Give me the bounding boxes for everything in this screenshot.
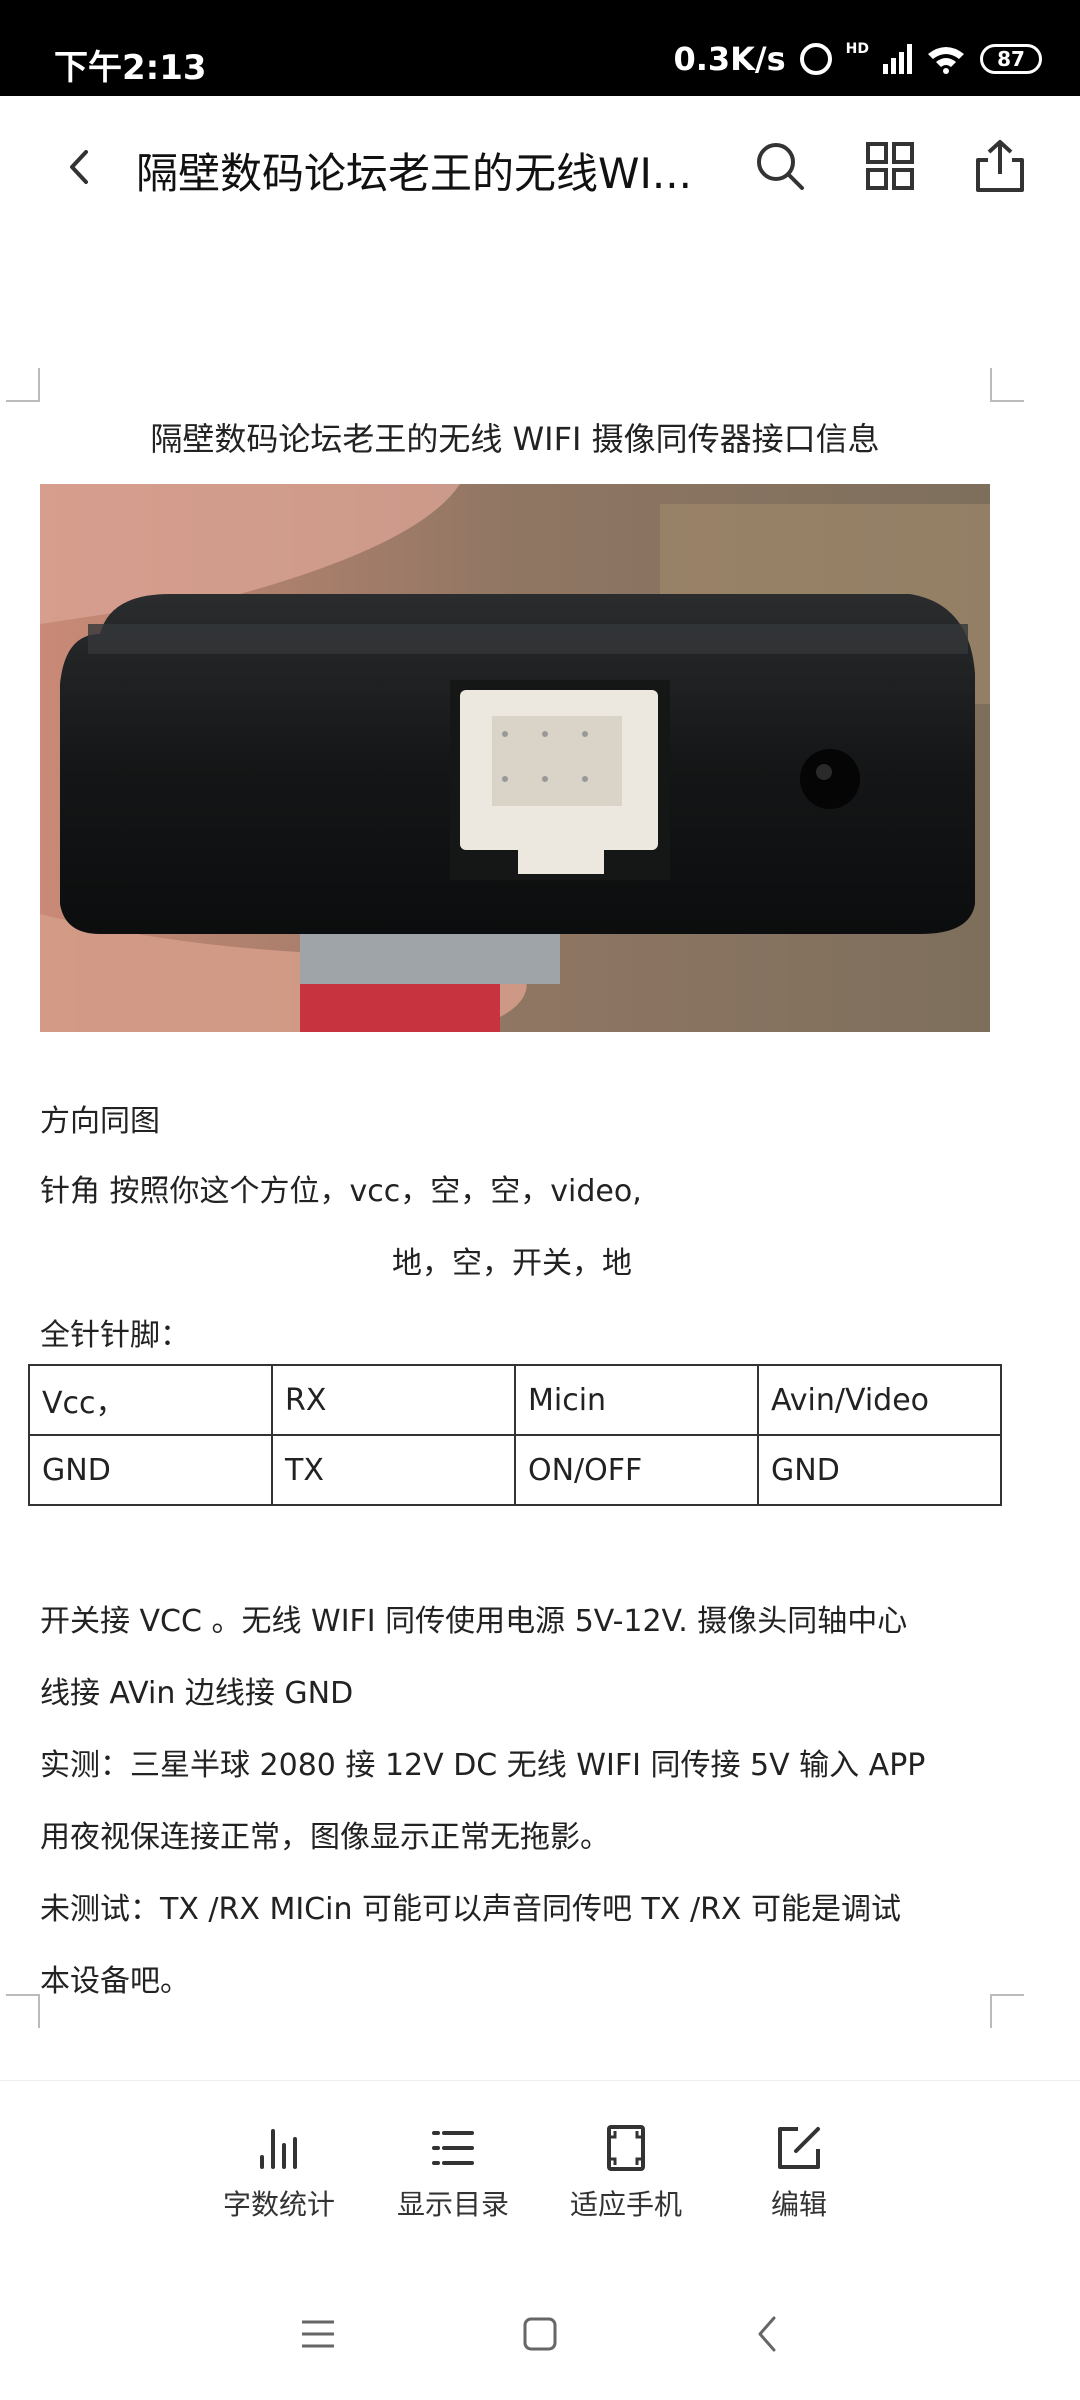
- doc-line-pins-cont: 地，空，开关，地: [392, 1246, 632, 1281]
- doc-line-avin: 线接 AVin 边线接 GND: [40, 1676, 354, 1711]
- menu-icon[interactable]: [298, 2314, 338, 2354]
- page-corner-mark: [990, 368, 1024, 402]
- net-speed: 0.3K/s: [673, 40, 786, 78]
- table-cell: TX: [271, 1434, 516, 1506]
- table-cell: ON/OFF: [514, 1434, 759, 1506]
- doc-line-untested-cont: 本设备吧。: [40, 1964, 190, 1999]
- document-title-header: 隔壁数码论坛老王的无线WI...: [136, 149, 692, 198]
- status-indicators: 0.3K/s HD 87: [673, 40, 1042, 78]
- toolbar-label: 编辑: [770, 2188, 827, 2221]
- bar-chart-icon: [260, 2129, 297, 2169]
- show-toc-button[interactable]: 显示目录: [378, 2123, 528, 2223]
- bottom-toolbar: 字数统计 显示目录 适应手机 编辑: [0, 2080, 1080, 2271]
- fit-phone-button[interactable]: 适应手机: [551, 2123, 701, 2223]
- battery-level: 87: [997, 47, 1025, 71]
- pin-table: Vcc， RX Micin Avin/Video GND TX ON/OFF G…: [28, 1364, 1002, 1506]
- device-photo: [40, 484, 990, 1032]
- home-icon[interactable]: [520, 2314, 560, 2354]
- app-header: 隔壁数码论坛老王的无线WI...: [0, 96, 1080, 240]
- table-cell: Vcc，: [28, 1364, 273, 1436]
- doc-line-pins: 针角 按照你这个方位，vcc，空，空，video,: [40, 1174, 642, 1209]
- toolbar-label: 字数统计: [222, 2188, 335, 2221]
- grid-icon[interactable]: [862, 138, 918, 194]
- document-heading: 隔壁数码论坛老王的无线 WIFI 摄像同传器接口信息: [150, 420, 880, 458]
- page-corner-mark: [6, 1994, 40, 2028]
- table-cell: GND: [28, 1434, 273, 1506]
- doc-line-direction: 方向同图: [40, 1104, 160, 1139]
- signal-icon: [883, 44, 912, 74]
- doc-line-untested: 未测试：TX /RX MICin 可能可以声音同传吧 TX /RX 可能是调试: [40, 1892, 902, 1927]
- status-bar: 下午2:13 0.3K/s HD 87: [0, 0, 1080, 96]
- page-corner-mark: [990, 1994, 1024, 2028]
- share-icon[interactable]: [972, 138, 1028, 194]
- doc-line-switch: 开关接 VCC 。无线 WIFI 同传使用电源 5V-12V. 摄像头同轴中心: [40, 1604, 908, 1639]
- hd-label: HD: [845, 41, 869, 57]
- status-time: 下午2:13: [54, 48, 207, 88]
- battery-icon: 87: [980, 44, 1042, 74]
- system-nav-bar: [0, 2270, 1080, 2400]
- list-icon: [432, 2131, 474, 2165]
- doc-line-tested: 实测：三星半球 2080 接 12V DC 无线 WIFI 同传接 5V 输入 …: [40, 1748, 926, 1783]
- table-cell: Micin: [514, 1364, 759, 1436]
- table-cell: GND: [757, 1434, 1002, 1506]
- toolbar-label: 适应手机: [569, 2188, 682, 2221]
- table-cell: Avin/Video: [757, 1364, 1002, 1436]
- table-row: Vcc， RX Micin Avin/Video: [28, 1364, 1002, 1436]
- alarm-icon: [799, 43, 832, 75]
- table-cell: RX: [271, 1364, 516, 1436]
- word-count-button[interactable]: 字数统计: [204, 2123, 354, 2223]
- doc-line-all-pins: 全针针脚：: [40, 1318, 190, 1353]
- edit-button[interactable]: 编辑: [724, 2123, 874, 2223]
- edit-icon: [778, 2127, 820, 2169]
- wifi-icon: [928, 47, 964, 74]
- nav-back-icon[interactable]: [748, 2314, 788, 2354]
- toolbar-label: 显示目录: [396, 2188, 509, 2221]
- search-icon[interactable]: [752, 138, 808, 194]
- doc-line-tested-cont: 用夜视保连接正常，图像显示正常无拖影。: [40, 1820, 610, 1855]
- fit-screen-icon: [607, 2125, 645, 2171]
- back-icon[interactable]: [58, 144, 104, 190]
- page-corner-mark: [6, 368, 40, 402]
- table-row: GND TX ON/OFF GND: [28, 1434, 1002, 1506]
